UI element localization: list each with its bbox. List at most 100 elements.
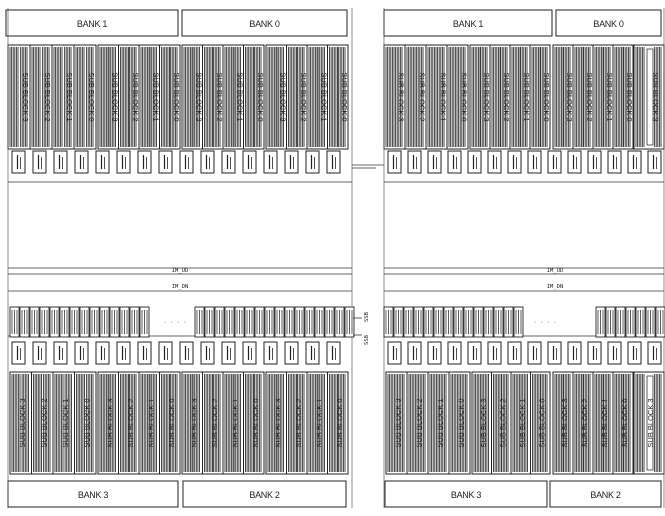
sub-block-label: SUB BLOCK 1: [518, 398, 527, 447]
sub-block-label: SUB BLOCK 3: [189, 398, 198, 447]
sub-block-label: SUB BLOCK 2: [43, 72, 52, 121]
driver-cell: [200, 150, 215, 174]
sub-block-label: SUB BLOCK 1: [600, 398, 609, 447]
driver-cell: [221, 150, 236, 174]
sub-block-label: SUB BLOCK 1: [439, 72, 448, 121]
driver-cell: [179, 341, 194, 365]
sub-block-label: SUB BLOCK 2: [415, 398, 424, 447]
sub-block-label: SUB BLOCK 0: [167, 398, 176, 447]
driver-cell: [158, 150, 173, 174]
driver-cell: [387, 341, 402, 365]
driver-cell: [567, 341, 582, 365]
bank-box: [549, 480, 662, 508]
driver-cell: [527, 150, 542, 174]
sub-block-label: SUB BLOCK 2: [131, 72, 140, 121]
sub-block-label: SUB BLOCK 3: [646, 398, 655, 447]
sub-block-label: SUB BLOCK 3: [560, 398, 569, 447]
bus-label: IM_UD: [172, 268, 189, 274]
sub-block-label: SUB BLOCK 0: [87, 72, 96, 121]
driver-cell: [284, 341, 299, 365]
driver-cell: [567, 150, 582, 174]
sub-block-label: SUB BLOCK 1: [65, 72, 74, 121]
bank-box: [181, 9, 348, 37]
sub-block-label: SUB BLOCK 3: [479, 398, 488, 447]
driver-cell: [53, 341, 68, 365]
sub-block-label: SUB BLOCK 1: [522, 72, 531, 121]
driver-cell: [137, 150, 152, 174]
driver-cell: [547, 150, 562, 174]
sub-block-label: SUB BLOCK 1: [146, 398, 155, 447]
driver-cell: [74, 341, 89, 365]
driver-cell: [263, 341, 278, 365]
sub-block-label: SUB BLOCK 3: [194, 72, 203, 121]
driver-cell: [137, 341, 152, 365]
driver-cell: [407, 150, 422, 174]
driver-cell: [95, 150, 110, 174]
driver-cell-rows: [11, 150, 662, 365]
driver-cell: [467, 150, 482, 174]
bank-box: [5, 9, 179, 37]
sub-block-label: SUB BLOCK 3: [110, 72, 119, 121]
driver-cell: [507, 150, 522, 174]
bank-label: BANK 1: [77, 19, 108, 29]
bus-label: IM_DN: [172, 284, 189, 290]
driver-cell: [221, 341, 236, 365]
driver-cell: [305, 341, 320, 365]
bus-label: IM_UD: [547, 268, 564, 274]
sub-block-strip: [646, 48, 654, 146]
driver-cell: [32, 150, 47, 174]
bank-label: BANK 2: [590, 490, 621, 500]
driver-cell: [427, 150, 442, 174]
sub-block-label: SUB BLOCK 2: [502, 72, 511, 121]
driver-cell: [305, 150, 320, 174]
driver-cell: [179, 150, 194, 174]
sub-block-label: SUB BLOCK 3: [21, 72, 30, 121]
sub-block-label: SUB BLOCK 0: [537, 398, 546, 447]
sub-block-strip: [646, 375, 654, 471]
sub-block-label: SUB BLOCK 0: [335, 398, 344, 447]
sub-block-label: SUB BLOCK 3: [105, 398, 114, 447]
sub-block-label: SUB BLOCK 1: [235, 72, 244, 121]
bus-label: IM_DN: [547, 284, 564, 290]
side-mark: SSB: [364, 334, 370, 345]
sub-block-label: SUB BLOCK 2: [299, 72, 308, 121]
sub-block-label: SUB BLOCK 1: [319, 72, 328, 121]
driver-cell: [116, 150, 131, 174]
sub-block-label: SUB BLOCK 0: [542, 72, 551, 121]
sub-block-label: SUB BLOCK 3: [394, 398, 403, 447]
sub-block-label: SUB BLOCK 0: [620, 398, 629, 447]
sub-block-label: SUB BLOCK 2: [585, 72, 594, 121]
sub-block-label: SUB BLOCK 0: [457, 398, 466, 447]
sub-block-label: SUB BLOCK 3: [565, 72, 574, 121]
bank-label: BANK 2: [249, 490, 280, 500]
bank-label: BANK 3: [451, 490, 482, 500]
sub-block-label: SUB BLOCK 0: [82, 398, 91, 447]
driver-cell: [53, 150, 68, 174]
driver-cell: [387, 150, 402, 174]
driver-cell: [507, 341, 522, 365]
driver-cell: [487, 150, 502, 174]
sub-block-label: SUB BLOCK 1: [151, 72, 160, 121]
sub-block-label: SUB BLOCK 2: [126, 398, 135, 447]
side-mark: SSB: [364, 311, 370, 322]
bank-box: [555, 9, 662, 37]
driver-cell: [587, 341, 602, 365]
driver-cell: [447, 341, 462, 365]
bank-label: BANK 0: [249, 19, 280, 29]
bank-label: BANK 3: [78, 490, 109, 500]
sub-block-label: SUB BLOCK 2: [498, 398, 507, 447]
driver-cell: [11, 150, 26, 174]
driver-cell: [587, 150, 602, 174]
sub-block-columns: SUB BLOCK 3 SUB BLOCK 2 SUB BLOCK 1 SUB BLO…: [7, 44, 665, 475]
driver-cell: [284, 150, 299, 174]
sub-block-label: SUB BLOCK 3: [482, 72, 491, 121]
driver-cell: [647, 341, 662, 365]
driver-cell: [158, 341, 173, 365]
bank-label: BANK 0: [593, 19, 624, 29]
sub-block-label: SUB BLOCK 3: [273, 398, 282, 447]
sub-block-label: SUB BLOCK 3: [18, 398, 27, 447]
driver-cell: [242, 341, 257, 365]
driver-cell: [527, 341, 542, 365]
